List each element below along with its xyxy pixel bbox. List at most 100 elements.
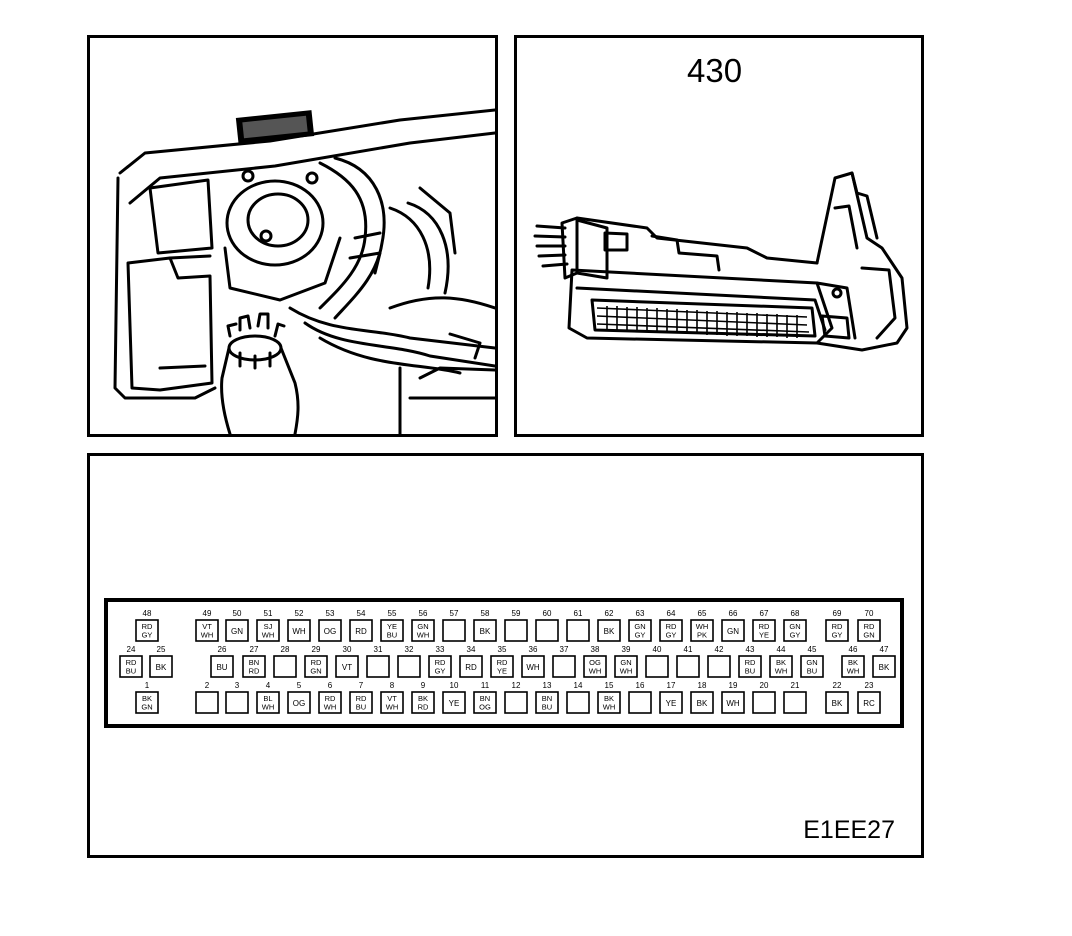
wire-color: WH bbox=[620, 667, 633, 676]
pin-number: 6 bbox=[328, 681, 333, 690]
pin-59: 59 bbox=[504, 609, 528, 642]
pin-cavity bbox=[242, 655, 266, 678]
wire-color: WH bbox=[526, 663, 540, 672]
pin-cavity bbox=[597, 691, 621, 714]
pin-20: 20 bbox=[752, 681, 776, 714]
pin-number: 21 bbox=[791, 681, 800, 690]
pin-cavity bbox=[521, 655, 545, 678]
wire-color: RD bbox=[355, 627, 367, 636]
pin-cavity bbox=[614, 655, 638, 678]
pin-5: 5OG bbox=[287, 681, 311, 714]
pin-cavity bbox=[411, 691, 435, 714]
wire-color: BK bbox=[480, 627, 491, 636]
pin-number: 30 bbox=[343, 645, 352, 654]
wire-color: BK bbox=[879, 663, 890, 672]
pinout-diagram: 48RDGY49VTWH50GN51SJWH52WH53OG54RD55YEBU… bbox=[104, 598, 904, 728]
wire-color: GY bbox=[142, 631, 153, 640]
pin-number: 41 bbox=[684, 645, 693, 654]
pin-61: 61 bbox=[566, 609, 590, 642]
pin-number: 32 bbox=[405, 645, 414, 654]
pin-cavity bbox=[800, 655, 824, 678]
pin-number: 65 bbox=[698, 609, 707, 618]
pin-37: 37 bbox=[552, 645, 576, 678]
wire-color: BK bbox=[697, 699, 708, 708]
wire-color: RD bbox=[666, 622, 677, 631]
connector-drawing bbox=[533, 171, 909, 352]
wire-color: PK bbox=[697, 631, 707, 640]
pin-cavity bbox=[490, 655, 514, 678]
wire-color: GY bbox=[666, 631, 677, 640]
pin-cavity bbox=[841, 655, 865, 678]
wire-color: BL bbox=[263, 694, 272, 703]
wire-color: BU bbox=[745, 667, 755, 676]
wire-color: YE bbox=[449, 699, 460, 708]
pin-number: 18 bbox=[698, 681, 707, 690]
pin-cavity bbox=[676, 655, 700, 678]
pin-number: 64 bbox=[667, 609, 676, 618]
pin-cavity bbox=[752, 691, 776, 714]
wire-color: GN bbox=[620, 658, 631, 667]
wire-color: WH bbox=[417, 631, 430, 640]
wire-color: SJ bbox=[264, 622, 273, 631]
pin-cavity bbox=[210, 655, 234, 678]
pin-number: 52 bbox=[295, 609, 304, 618]
pin-cavity bbox=[349, 691, 373, 714]
wire-color: RD bbox=[832, 622, 843, 631]
pin-cavity bbox=[566, 619, 590, 642]
wire-color: RD bbox=[249, 667, 260, 676]
pin-42: 42 bbox=[707, 645, 731, 678]
pin-16: 16 bbox=[628, 681, 652, 714]
pin-cavity bbox=[473, 619, 497, 642]
pin-cavity bbox=[225, 691, 249, 714]
pin-cavity bbox=[287, 691, 311, 714]
wire-color: WH bbox=[726, 699, 740, 708]
pin-number: 46 bbox=[849, 645, 858, 654]
pin-57: 57 bbox=[442, 609, 466, 642]
pin-number: 31 bbox=[374, 645, 383, 654]
pin-number: 63 bbox=[636, 609, 645, 618]
pin-14: 14 bbox=[566, 681, 590, 714]
pin-number: 42 bbox=[715, 645, 724, 654]
pin-cavity bbox=[825, 619, 849, 642]
wire-color: BN bbox=[480, 694, 490, 703]
connector-illustration: 430 bbox=[514, 35, 924, 437]
pin-number: 50 bbox=[233, 609, 242, 618]
wire-color: BK bbox=[418, 694, 428, 703]
pin-number: 67 bbox=[760, 609, 769, 618]
pin-cavity bbox=[195, 619, 219, 642]
engine-bay-illustration bbox=[87, 35, 498, 437]
pin-number: 23 bbox=[865, 681, 874, 690]
wire-color: WH bbox=[603, 703, 616, 712]
wire-color: BU bbox=[216, 663, 227, 672]
pin-cavity bbox=[119, 655, 143, 678]
wire-color: WH bbox=[292, 627, 306, 636]
wire-color: BK bbox=[848, 658, 858, 667]
pin-number: 7 bbox=[359, 681, 364, 690]
pin-number: 70 bbox=[865, 609, 874, 618]
pin-cavity bbox=[473, 691, 497, 714]
pin-cavity bbox=[566, 691, 590, 714]
connector-number-label: 430 bbox=[687, 52, 743, 89]
